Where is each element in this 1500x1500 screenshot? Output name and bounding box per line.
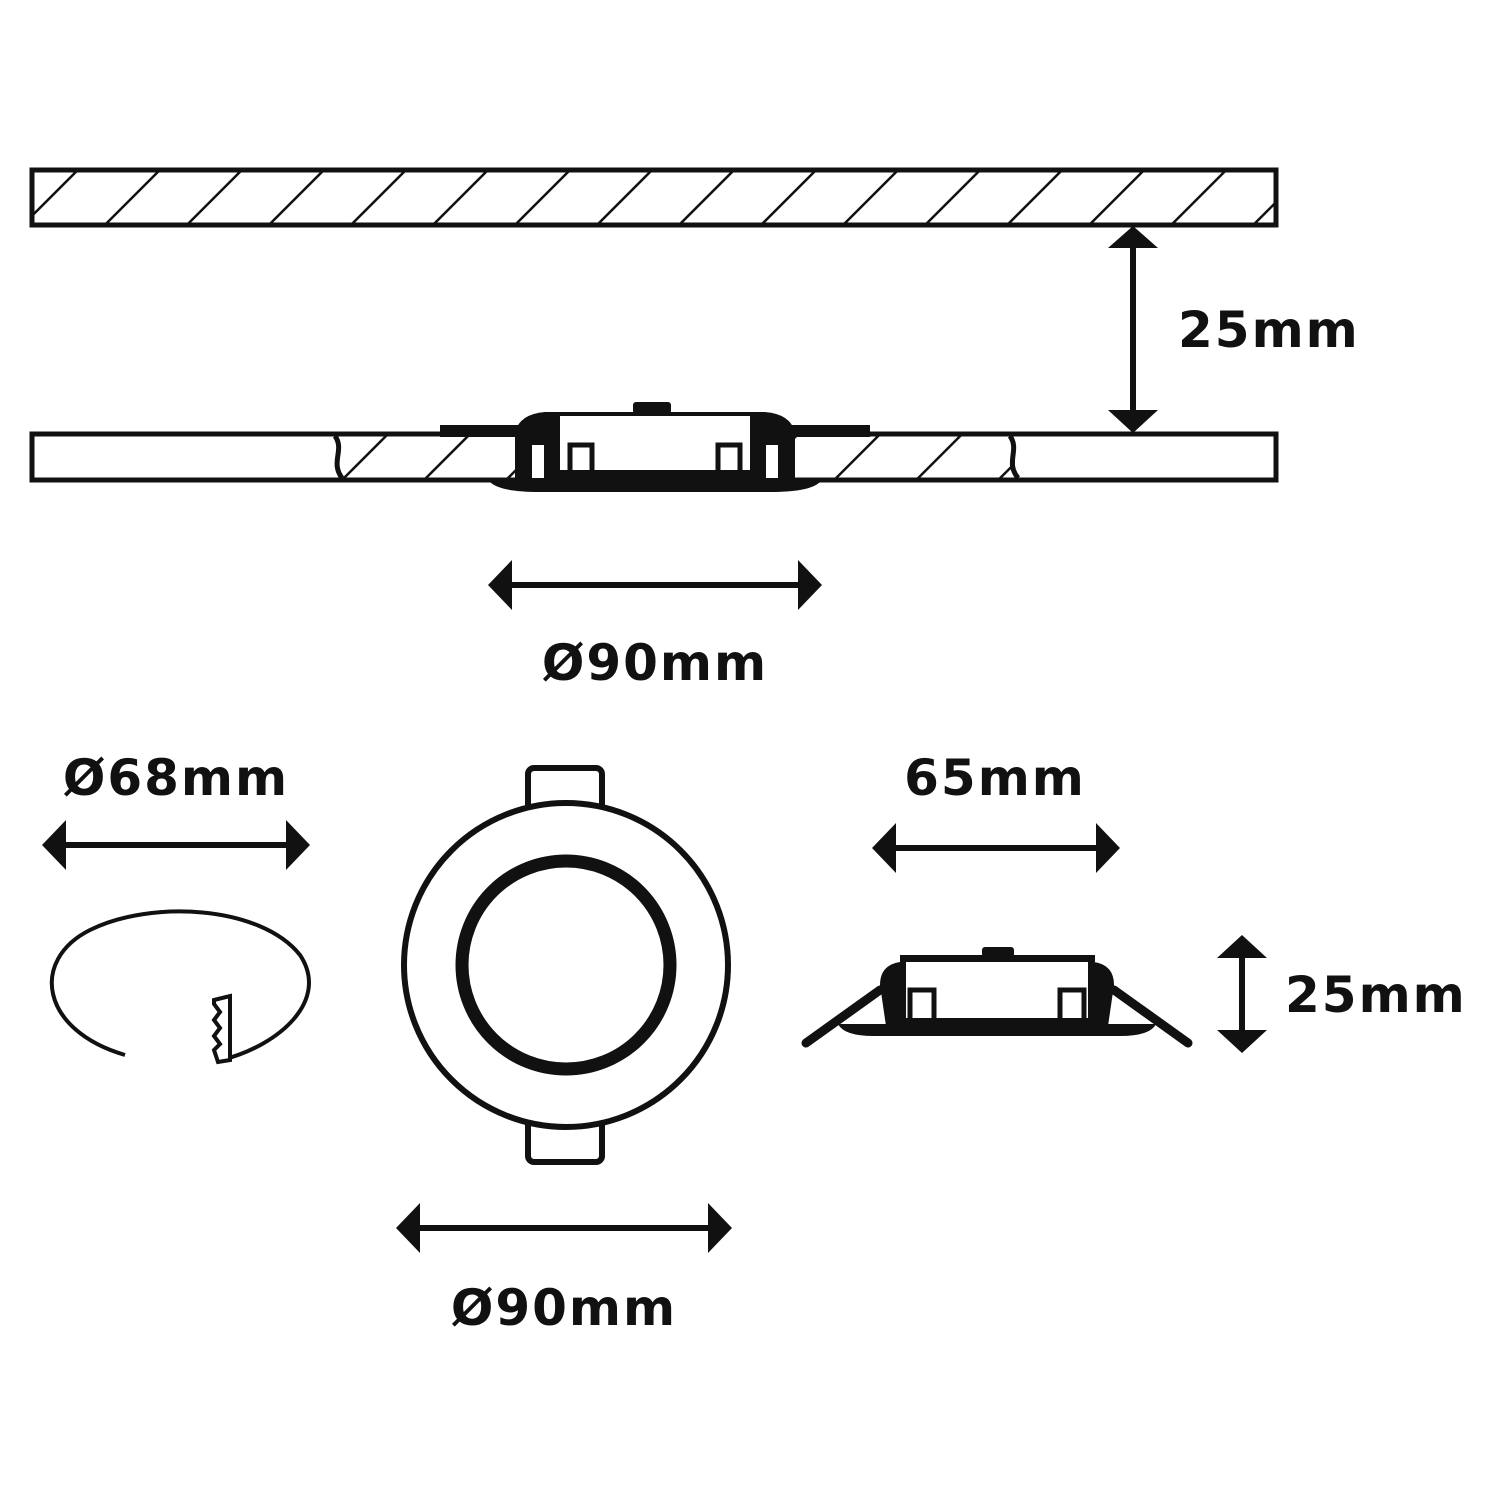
- body-height-dimension: [1217, 935, 1267, 1053]
- body-width-dimension: [872, 823, 1120, 873]
- cutout-diameter-label: Ø68mm: [63, 749, 289, 807]
- cutout-diameter-dimension: [42, 820, 310, 870]
- cutout-hole-icon: [49, 909, 311, 1065]
- body-height-label: 25mm: [1285, 966, 1467, 1024]
- ceiling-gap-label: 25mm: [1178, 301, 1360, 359]
- body-width-label: 65mm: [904, 749, 1086, 807]
- installed-diameter-dimension: [488, 560, 822, 610]
- downlight-side-view: [801, 947, 1193, 1048]
- front-diameter-dimension: [396, 1203, 732, 1253]
- front-diameter-label: Ø90mm: [451, 1279, 677, 1337]
- upper-ceiling-slab: [29, 167, 1279, 228]
- installed-diameter-label: Ø90mm: [542, 634, 768, 692]
- downlight-front-view: [401, 765, 731, 1165]
- ceiling-gap-dimension: [1108, 226, 1158, 433]
- downlight-installed: [440, 402, 870, 492]
